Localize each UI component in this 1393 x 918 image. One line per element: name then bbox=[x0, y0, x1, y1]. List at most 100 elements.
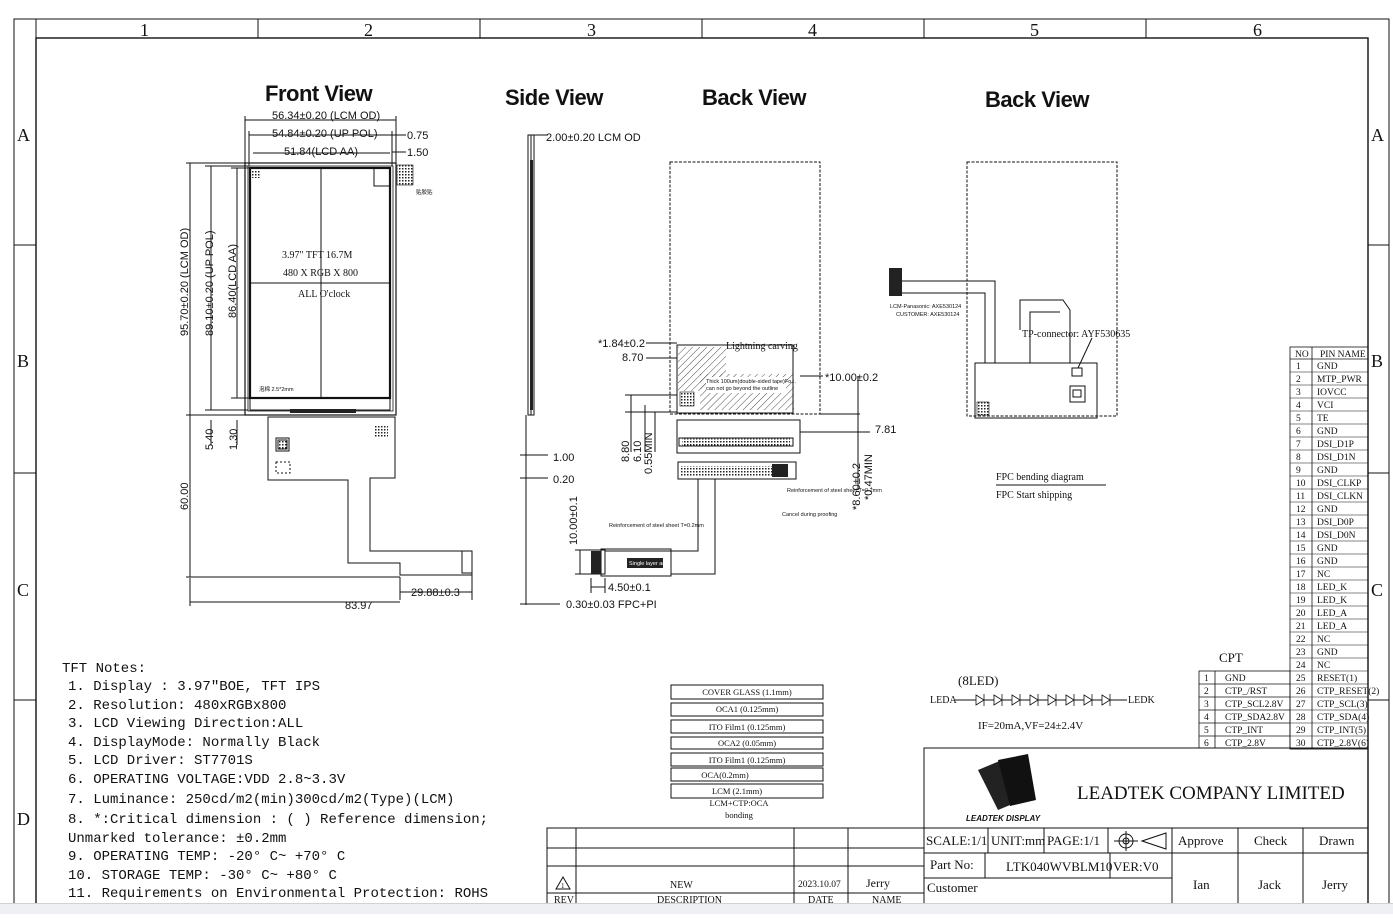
svg-text:LEDA: LEDA bbox=[930, 695, 957, 706]
svg-text:贴胶贴: 贴胶贴 bbox=[416, 188, 433, 196]
svg-text:56.34±0.20 (LCM OD): 56.34±0.20 (LCM OD) bbox=[272, 110, 380, 122]
back-view-1: *1.84±0.2 8.70 Lightning carving *10.00±… bbox=[598, 161, 896, 575]
svg-text:Unmarked tolerance: ±0.2mm: Unmarked tolerance: ±0.2mm bbox=[68, 831, 286, 847]
pin-name: CTP_2.8V(6) bbox=[1317, 738, 1369, 749]
pin-name: CTP_INT(5) bbox=[1317, 725, 1366, 736]
tft-notes: TFT Notes: 1. Display : 3.97"BOE, TFT IP… bbox=[62, 661, 488, 902]
svg-text:LEDK: LEDK bbox=[1128, 695, 1155, 706]
svg-text:Jerry: Jerry bbox=[1322, 877, 1348, 892]
svg-text:1.00: 1.00 bbox=[553, 452, 574, 464]
svg-text:DESCRIPTION: DESCRIPTION bbox=[657, 895, 722, 906]
pin-number: 17 bbox=[1296, 570, 1306, 580]
pin-number: 8 bbox=[1296, 453, 1301, 463]
svg-text:TFT Notes:: TFT Notes: bbox=[62, 661, 146, 677]
svg-text:Jack: Jack bbox=[1258, 877, 1282, 892]
svg-text:54.84±0.20 (UP POL): 54.84±0.20 (UP POL) bbox=[272, 128, 378, 140]
pin-name: LED_A bbox=[1317, 622, 1347, 632]
svg-text:6: 6 bbox=[1253, 20, 1262, 40]
svg-text:0.75: 0.75 bbox=[407, 130, 428, 142]
pin-number: 28 bbox=[1296, 713, 1306, 723]
svg-text:LCM (2.1mm): LCM (2.1mm) bbox=[712, 786, 762, 796]
svg-text:LEADTEK DISPLAY: LEADTEK DISPLAY bbox=[966, 814, 1041, 823]
pin-number: 20 bbox=[1296, 609, 1306, 619]
pin-name: GND bbox=[1317, 544, 1338, 554]
pin-number: 14 bbox=[1296, 531, 1306, 541]
led-circuit: (8LED) LEDA LEDK IF=20mA,VF=24±2.4V bbox=[930, 673, 1155, 732]
svg-text:6.10: 6.10 bbox=[632, 441, 644, 462]
svg-text:B: B bbox=[17, 351, 29, 371]
pin-name: GND bbox=[1317, 427, 1338, 437]
pin-number: 9 bbox=[1296, 466, 1301, 476]
svg-text:COVER GLASS (1.1mm): COVER GLASS (1.1mm) bbox=[702, 687, 792, 697]
svg-text:LCM-Panasonic: AXE530124: LCM-Panasonic: AXE530124 bbox=[890, 304, 961, 310]
pin-name: MTP_PWR bbox=[1317, 375, 1363, 385]
svg-text:Cancel during proofing: Cancel during proofing bbox=[782, 512, 837, 518]
svg-text:Customer: Customer bbox=[927, 880, 978, 895]
side-view: 2.00±0.20 LCM OD 1.00 0.20 10.00±0.1 4.5… bbox=[520, 132, 704, 611]
svg-text:2. Resolution: 480xRGBx800: 2. Resolution: 480xRGBx800 bbox=[68, 698, 286, 714]
pin-number: 19 bbox=[1296, 596, 1306, 606]
svg-text:4: 4 bbox=[1204, 713, 1209, 723]
pin-number: 25 bbox=[1296, 674, 1306, 684]
svg-text:C: C bbox=[1371, 580, 1383, 600]
pin-name: GND bbox=[1317, 557, 1338, 567]
svg-text:ALL O'clock: ALL O'clock bbox=[298, 289, 350, 300]
pin-name: NC bbox=[1317, 570, 1330, 580]
pin-name: TE bbox=[1317, 414, 1329, 424]
svg-text:FPC bending diagram: FPC bending diagram bbox=[996, 472, 1084, 483]
pin-number: 26 bbox=[1296, 687, 1306, 697]
svg-text:C: C bbox=[17, 580, 29, 600]
svg-text:95.70±0.20 (LCM OD): 95.70±0.20 (LCM OD) bbox=[179, 228, 191, 336]
pin-number: 1 bbox=[1296, 362, 1301, 372]
svg-text:0.55MIN: 0.55MIN bbox=[643, 432, 655, 474]
pin-number: 10 bbox=[1296, 479, 1306, 489]
pin-name: LED_A bbox=[1317, 609, 1347, 619]
pin-number: 7 bbox=[1296, 440, 1301, 450]
svg-text:Reinforcement of steel sheet T: Reinforcement of steel sheet T=0.2mm bbox=[787, 488, 882, 494]
pin-number: 5 bbox=[1296, 414, 1301, 424]
svg-text:UNIT:mm: UNIT:mm bbox=[991, 833, 1045, 848]
svg-text:3: 3 bbox=[1204, 700, 1209, 710]
pin-number: 3 bbox=[1296, 388, 1301, 398]
svg-text:PAGE:1/1: PAGE:1/1 bbox=[1047, 833, 1100, 848]
svg-text:Jerry: Jerry bbox=[866, 876, 890, 890]
pin-header-name: PIN NAME bbox=[1320, 350, 1366, 360]
pin-number: 12 bbox=[1296, 505, 1306, 515]
back-view-title-2: Back View bbox=[985, 87, 1090, 112]
title-block: LEADTEK DISPLAY LEADTEK COMPANY LIMITED … bbox=[546, 747, 1369, 907]
svg-text:REV: REV bbox=[554, 895, 575, 906]
pin-name: GND bbox=[1317, 648, 1338, 658]
svg-text:10.00±0.1: 10.00±0.1 bbox=[568, 496, 580, 545]
svg-text:D: D bbox=[17, 809, 30, 829]
pin-name: DSI_D1N bbox=[1317, 453, 1356, 463]
svg-text:IF=20mA,VF=24±2.4V: IF=20mA,VF=24±2.4V bbox=[978, 720, 1083, 732]
svg-text:8.80: 8.80 bbox=[620, 441, 632, 462]
pin-name: CTP_RESET(2) bbox=[1317, 686, 1379, 697]
svg-text:1. Display : 3.97"BOE, TFT IP: 1. Display : 3.97"BOE, TFT IPS bbox=[68, 679, 320, 695]
svg-text:*0.47MIN: *0.47MIN bbox=[863, 454, 875, 500]
svg-text:83.97: 83.97 bbox=[345, 600, 373, 612]
svg-text:4. DisplayMode: Normally Black: 4. DisplayMode: Normally Black bbox=[68, 735, 320, 751]
pin-number: 21 bbox=[1296, 622, 1306, 632]
pin-number: 15 bbox=[1296, 544, 1306, 554]
svg-text:B: B bbox=[1371, 351, 1383, 371]
svg-text:OCA2 (0.05mm): OCA2 (0.05mm) bbox=[718, 738, 776, 748]
pin-name: DSI_CLKN bbox=[1317, 492, 1363, 502]
pin-number: 30 bbox=[1296, 739, 1306, 749]
pin-name: DSI_CLKP bbox=[1317, 479, 1361, 489]
company-name: LEADTEK COMPANY LIMITED bbox=[1077, 783, 1345, 804]
svg-text:2023.10.07: 2023.10.07 bbox=[798, 880, 841, 890]
pin-name: LED_K bbox=[1317, 596, 1347, 606]
svg-text:Thick 100um(double-sided tape): Thick 100um(double-sided tape)Fo... bbox=[706, 379, 796, 385]
svg-text:Drawn: Drawn bbox=[1319, 833, 1355, 848]
svg-text:Part No:: Part No: bbox=[930, 857, 974, 872]
svg-text:*1.84±0.2: *1.84±0.2 bbox=[598, 338, 645, 350]
projection-symbol-icon bbox=[1114, 831, 1167, 851]
pin-name: VCI bbox=[1317, 401, 1333, 411]
svg-text:A: A bbox=[1371, 125, 1384, 145]
svg-text:3.97" TFT 16.7M: 3.97" TFT 16.7M bbox=[282, 250, 352, 261]
svg-text:LTK040WVBLM10: LTK040WVBLM10 bbox=[1006, 859, 1112, 874]
pin-name: CTP_SCL(3) bbox=[1317, 699, 1368, 710]
